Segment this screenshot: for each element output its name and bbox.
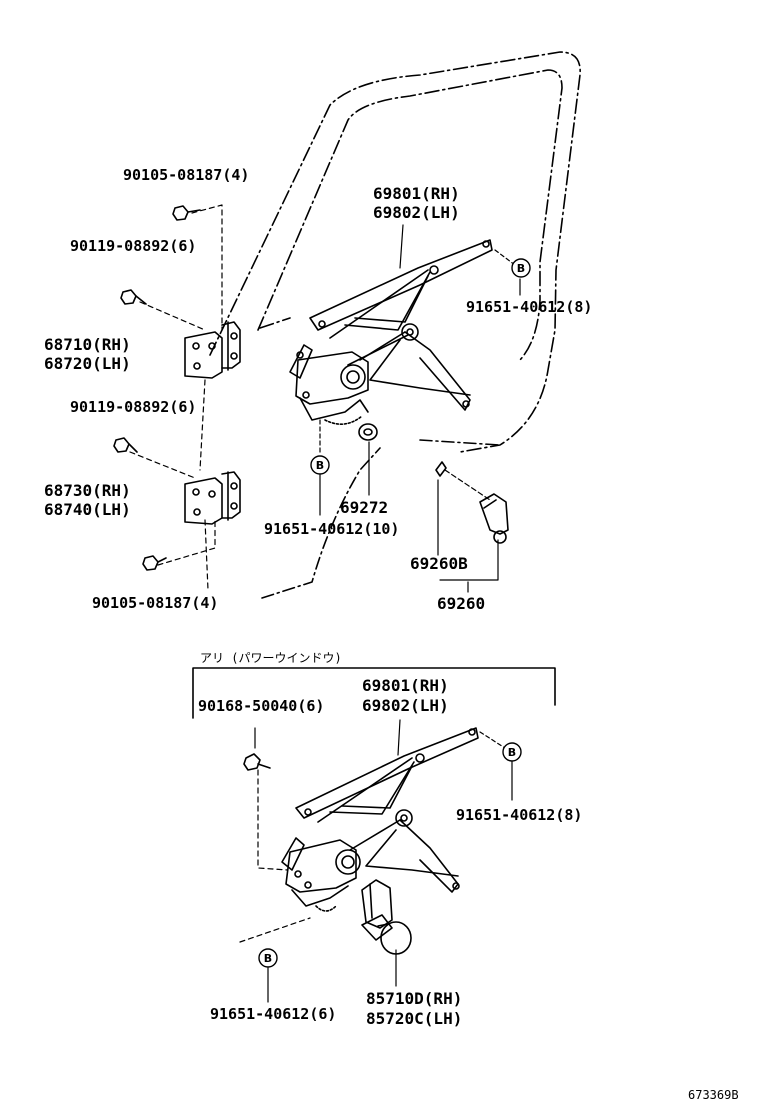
door-glass-frame [209,51,581,453]
label-washer: 69272 [340,498,389,517]
window-regulator-upper [289,239,493,425]
label-bolt-regulator-top: 91651-40612(8) [466,298,593,316]
marker-b-1: B [517,262,525,275]
lower-hinge [184,471,241,525]
washer-icon [358,423,378,441]
window-regulator-power [281,727,479,912]
label-pw-regulator-rh: 69801(RH) [362,676,449,695]
label-hinge-upper-rh: 68710(RH) [44,335,131,354]
label-regulator-rh: 69801(RH) [373,184,460,203]
label-motor-lh: 85720C(LH) [366,1009,463,1028]
label-bolt-hinge-bottom: 90105-08187(4) [92,594,219,612]
label-motor-rh: 85710D(RH) [366,989,463,1008]
door-inner-outline [261,439,501,599]
power-window-motor-icon [361,879,412,955]
power-window-header: アリ (パワーウインドウ) [200,651,342,665]
marker-b-3: B [508,746,516,759]
section-bracket [192,667,556,719]
label-handle-sub: 69260B [410,554,468,573]
label-hinge-upper-lh: 68720(LH) [44,354,131,373]
label-hinge-lower-lh: 68740(LH) [44,500,131,519]
power-leader-lines [239,719,513,1003]
regulator-leader-lines [319,224,521,593]
window-handle-icon [479,493,509,544]
b-markers: B B B B [258,258,531,968]
label-pw-bolt-top: 91651-40612(8) [456,806,583,824]
label-pw-screw: 90168-50040(6) [198,697,325,715]
hinge-leader-lines [129,204,223,591]
label-bolt-hinge-top: 90105-08187(4) [123,166,250,184]
label-bolt-hinge-upper: 90119-08892(6) [70,237,197,255]
clip-icon [435,461,447,477]
figure-reference: 673369B [688,1088,739,1102]
marker-b-2: B [316,459,324,472]
label-hinge-lower-rh: 68730(RH) [44,481,131,500]
marker-b-4: B [264,952,272,965]
screw-icon [243,753,271,771]
label-regulator-lh: 69802(LH) [373,203,460,222]
label-bolt-hinge-lower: 90119-08892(6) [70,398,197,416]
label-pw-regulator-lh: 69802(LH) [362,696,449,715]
label-bolt-regulator-bottom: 91651-40612(10) [264,520,400,538]
upper-hinge [184,321,241,379]
label-pw-bolt-bottom: 91651-40612(6) [210,1005,337,1023]
label-handle: 69260 [437,594,486,613]
bolt-icons [113,205,201,571]
